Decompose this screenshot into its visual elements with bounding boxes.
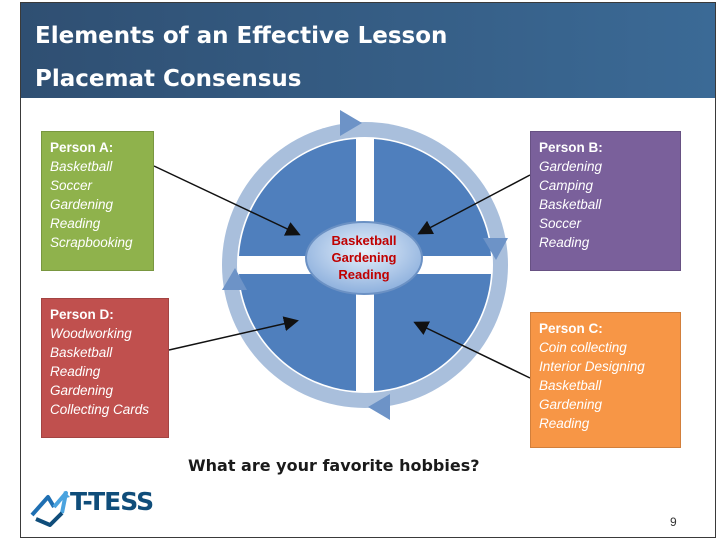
person-c-heading: Person C: [539,321,603,336]
consensus-item: Basketball [331,233,397,248]
person-a-hobby: Scrapbooking [50,235,133,250]
consensus-item: Reading [338,267,390,282]
person-d-hobby: Woodworking [50,326,132,341]
quadrant-bottom-right [374,274,491,391]
page-number: 9 [670,515,677,529]
person-c-box: Person C: Coin collecting Interior Desig… [530,312,681,448]
person-b-hobby: Reading [539,235,590,250]
person-d-box: Person D: Woodworking Basketball Reading… [41,298,169,438]
consensus-center [305,221,423,295]
person-d-hobby: Collecting Cards [50,402,150,417]
consensus-text: Basketball Gardening Reading [305,232,423,283]
slide-header: Elements of an Effective Lesson Placemat… [21,3,715,98]
quadrant-top-left [239,139,356,256]
person-c-hobby: Interior Designing [539,359,645,374]
arrow-from-person-b [417,174,531,235]
person-c-hobby: Gardening [539,397,603,412]
person-b-hobby: Soccer [539,216,582,231]
arrowhead-bottom [368,394,390,420]
arrowhead-top [340,110,362,136]
quadrants [239,139,491,391]
arrowhead-left [222,268,247,290]
person-a-hobby: Gardening [50,197,114,212]
quadrant-top-right [374,139,491,256]
person-b-hobby: Basketball [539,197,602,212]
person-a-hobby: Basketball [50,159,113,174]
person-d-heading: Person D: [50,307,114,322]
arrow-from-person-a [153,165,301,236]
person-d-hobby: Basketball [50,345,113,360]
arrowhead-right [483,238,508,260]
person-d-hobby: Reading [50,364,101,379]
star-arrows-icon [30,491,70,527]
cycle-arrowheads [222,110,508,420]
slide-subtitle: Placemat Consensus [35,66,302,92]
person-c-hobby: Coin collecting [539,340,627,355]
arrow-from-person-d [168,316,299,351]
question-text: What are your favorite hobbies? [188,456,480,475]
person-a-heading: Person A: [50,140,114,155]
person-a-hobby: Reading [50,216,101,231]
arrow-from-person-c [413,321,531,379]
person-c-hobby: Reading [539,416,590,431]
person-a-box: Person A: Basketball Soccer Gardening Re… [41,131,154,271]
person-b-box: Person B: Gardening Camping Basketball S… [530,131,681,271]
pointer-arrows [153,165,531,379]
consensus-item: Gardening [331,250,397,265]
person-b-hobby: Camping [539,178,594,193]
person-d-hobby: Gardening [50,383,114,398]
person-c-hobby: Basketball [539,378,602,393]
person-a-hobby: Soccer [50,178,93,193]
logo-text: T-TESS [70,487,154,516]
slide-title: Elements of an Effective Lesson [35,23,448,49]
person-b-hobby: Gardening [539,159,603,174]
quadrant-bottom-left [239,274,356,391]
person-b-heading: Person B: [539,140,603,155]
